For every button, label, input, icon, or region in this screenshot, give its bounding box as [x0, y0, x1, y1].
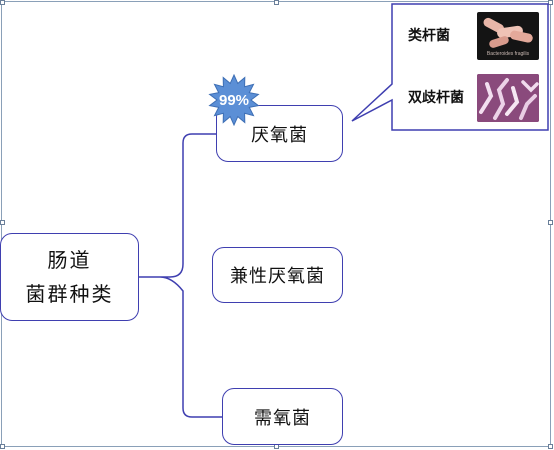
bifidobacterium-label: 双歧杆菌	[408, 89, 464, 105]
resize-handle-middle-left[interactable]	[0, 220, 5, 225]
percentage-badge-text: 99%	[218, 91, 250, 109]
resize-handle-top-center[interactable]	[274, 0, 279, 5]
facultative-anaerobe-node[interactable]: 兼性厌氧菌	[212, 247, 343, 303]
resize-handle-top-left[interactable]	[0, 0, 5, 5]
bracket-connector	[159, 133, 222, 418]
resize-handle-bottom-left[interactable]	[0, 444, 5, 449]
bacteroides-label: 类杆菌	[408, 27, 450, 43]
bacteroides-image-caption: Bacteroides fragilis	[486, 51, 530, 57]
root-node[interactable]: 肠道 菌群种类	[0, 233, 139, 321]
root-label-line2: 菌群种类	[25, 282, 114, 306]
resize-handle-middle-right[interactable]	[548, 220, 553, 225]
bacteroides-image: Bacteroides fragilis	[477, 12, 539, 60]
resize-handle-top-right[interactable]	[548, 0, 553, 5]
anaerobe-label: 厌氧菌	[251, 124, 308, 146]
aerobe-label: 需氧菌	[254, 407, 311, 429]
percentage-badge: 99%	[208, 74, 260, 126]
aerobe-node[interactable]: 需氧菌	[222, 388, 343, 445]
bifidobacterium-image	[477, 74, 539, 122]
facultative-anaerobe-label: 兼性厌氧菌	[230, 266, 325, 287]
starburst-shape	[208, 74, 260, 126]
bacteroides-rods-graphic	[483, 17, 533, 48]
root-label-line1: 肠道	[47, 248, 92, 272]
bifidobacterium-rods-graphic	[477, 74, 539, 122]
resize-handle-bottom-right[interactable]	[548, 444, 553, 449]
